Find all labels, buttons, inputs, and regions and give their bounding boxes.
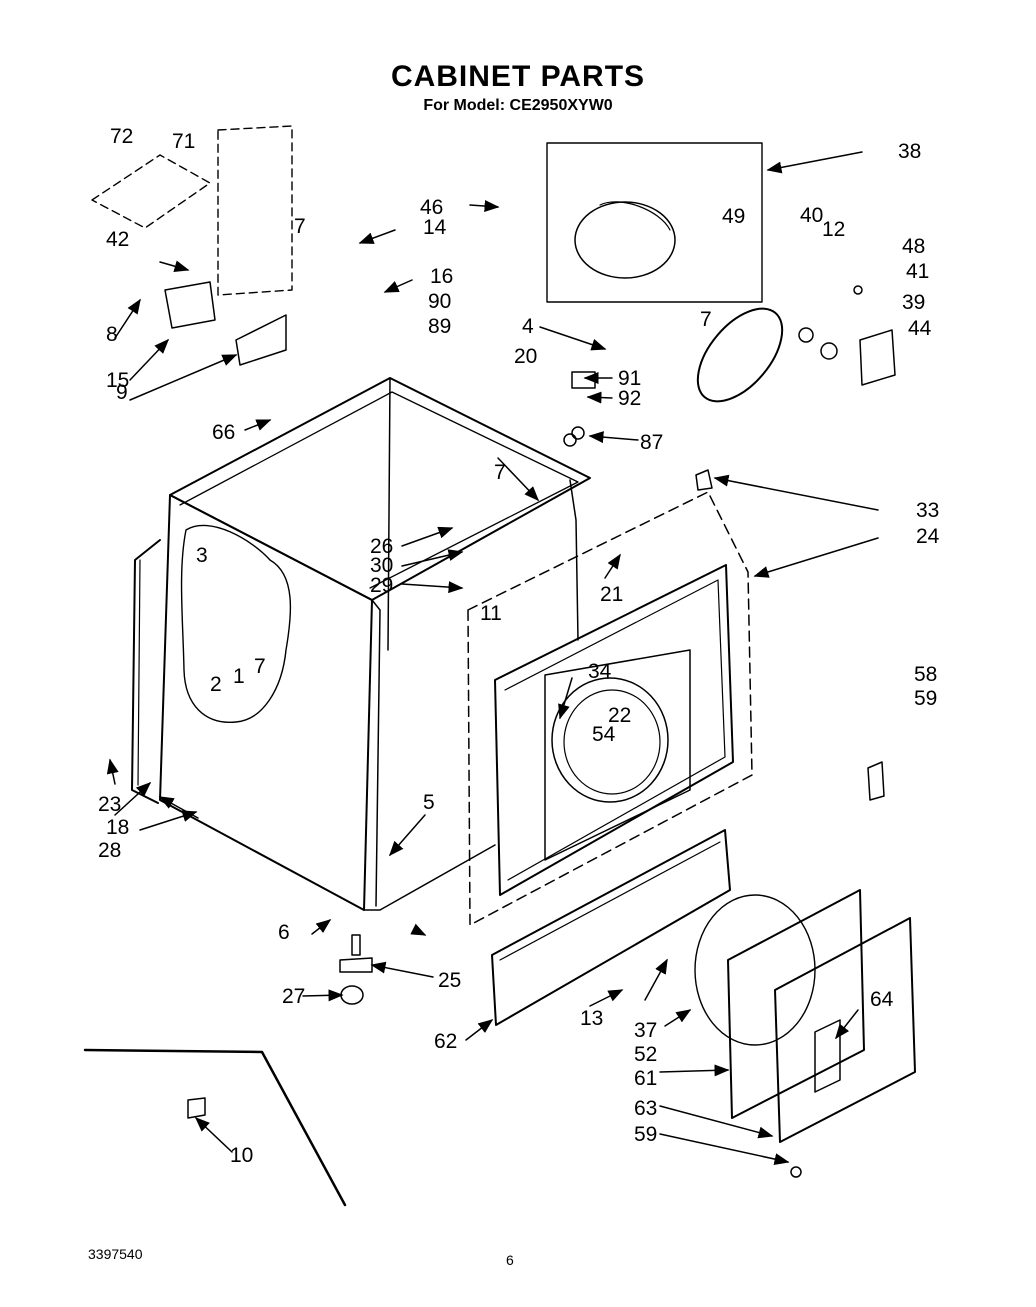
callout-13: 13 xyxy=(580,1007,604,1030)
callout-59: 59 xyxy=(914,687,938,710)
model-subtitle: For Model: CE2950XYW0 xyxy=(423,97,613,114)
bottom-divider-line xyxy=(83,1048,347,1207)
callout-59: 59 xyxy=(634,1123,658,1146)
callout-29: 29 xyxy=(370,574,394,597)
callout-87: 87 xyxy=(640,431,664,454)
callout-7: 7 xyxy=(494,461,506,484)
callout-34: 34 xyxy=(588,660,612,683)
callout-30: 30 xyxy=(370,554,394,577)
callout-38: 38 xyxy=(898,140,922,163)
callout-25: 25 xyxy=(438,969,462,992)
callout-54: 54 xyxy=(592,723,616,746)
callout-89: 89 xyxy=(428,315,452,338)
callout-66: 66 xyxy=(212,421,236,444)
callout-40: 40 xyxy=(800,204,824,227)
callout-91: 91 xyxy=(618,367,642,390)
callout-61: 61 xyxy=(634,1067,658,1090)
callout-63: 63 xyxy=(634,1097,658,1120)
callout-1: 1 xyxy=(233,665,245,688)
callout-18: 18 xyxy=(106,816,130,839)
callout-27: 27 xyxy=(282,985,306,1008)
callout-5: 5 xyxy=(423,791,435,814)
callout-42: 42 xyxy=(106,228,130,251)
callout-52: 52 xyxy=(634,1043,658,1066)
front-panel-dashed-outline xyxy=(467,491,753,926)
callout-9: 9 xyxy=(116,381,128,404)
callout-58: 58 xyxy=(914,663,938,686)
callout-2: 2 xyxy=(210,673,222,696)
callout-41: 41 xyxy=(906,260,930,283)
callout-90: 90 xyxy=(428,290,452,313)
callout-14: 14 xyxy=(423,216,447,239)
callout-12: 12 xyxy=(822,218,846,241)
callout-23: 23 xyxy=(98,793,122,816)
callout-7: 7 xyxy=(700,308,712,331)
callout-21: 21 xyxy=(600,583,624,606)
callout-48: 48 xyxy=(902,235,926,258)
callout-11: 11 xyxy=(480,602,502,625)
motor-assembly-box xyxy=(546,142,763,303)
callout-71: 71 xyxy=(172,130,196,153)
callout-6: 6 xyxy=(278,921,290,944)
callout-10: 10 xyxy=(230,1144,254,1167)
callout-64: 64 xyxy=(870,988,894,1011)
callout-39: 39 xyxy=(902,291,926,314)
front-panel xyxy=(494,564,734,896)
callout-33: 33 xyxy=(916,499,940,522)
callout-4: 4 xyxy=(522,315,534,338)
callout-72: 72 xyxy=(110,125,134,148)
callout-16: 16 xyxy=(430,265,454,288)
toe-panel xyxy=(491,829,731,1026)
callout-49: 49 xyxy=(722,205,746,228)
callout-24: 24 xyxy=(916,525,940,548)
callout-28: 28 xyxy=(98,839,122,862)
callout-26: 26 xyxy=(370,535,394,558)
callout-7: 7 xyxy=(254,655,266,678)
document-number: 3397540 xyxy=(88,1246,143,1262)
callout-37: 37 xyxy=(634,1019,658,1042)
page-title: CABINET PARTS xyxy=(390,60,646,93)
callout-7: 7 xyxy=(294,215,306,238)
callout-15: 15 xyxy=(106,369,130,392)
callout-8: 8 xyxy=(106,323,118,346)
callout-62: 62 xyxy=(434,1030,458,1053)
drive-belt xyxy=(696,307,784,403)
callout-22: 22 xyxy=(608,704,632,727)
callout-3: 3 xyxy=(196,544,208,567)
door-outer-panel xyxy=(774,917,916,1143)
door-inner-panel xyxy=(727,889,865,1119)
callout-44: 44 xyxy=(908,317,932,340)
callout-46: 46 xyxy=(420,196,444,219)
callout-92: 92 xyxy=(618,387,642,410)
callout-20: 20 xyxy=(514,345,538,368)
page-number: 6 xyxy=(506,1252,514,1268)
